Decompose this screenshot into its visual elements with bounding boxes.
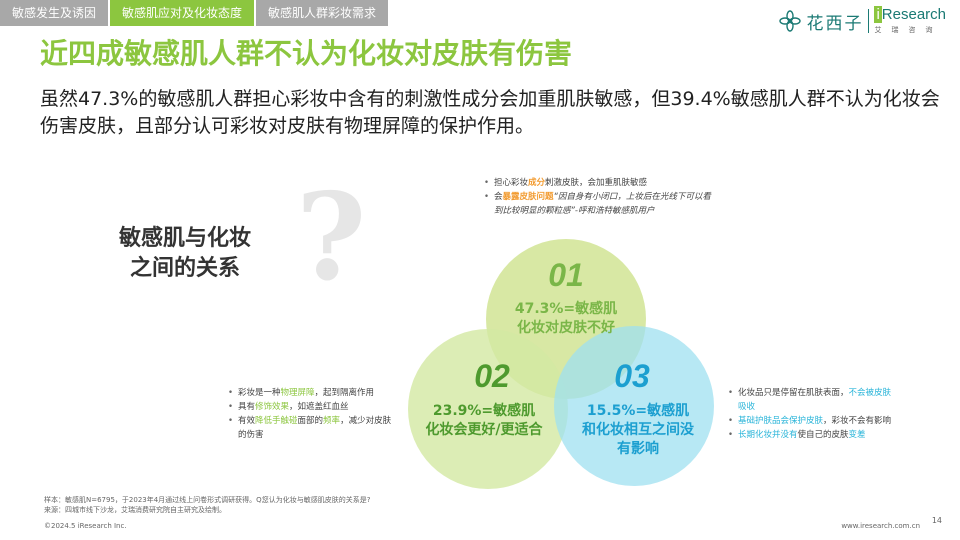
note-top-1: 担心彩妆成分刺激皮肤，会加重肌肤敏感 xyxy=(484,176,714,190)
note-top-2: 会暴露皮肤问题“因自身有小闭口，上妆后在光线下可以看到比较明显的颗粒感”-呼和浩… xyxy=(484,190,714,218)
circle-01-line-2: 化妆对皮肤不好 xyxy=(517,320,615,336)
copyright: ©2024.5 iResearch Inc. xyxy=(44,522,127,530)
circle-03-caption: 15.5%=敏感肌 和化妆相互之间没 有影响 xyxy=(558,402,718,459)
tab-sensitivity-causes[interactable]: 敏感发生及诱因 xyxy=(0,0,109,26)
circle-03-number: 03 xyxy=(614,358,650,394)
logo-cn-text: 花西子 xyxy=(806,13,864,34)
circle-02-caption: 23.9%=敏感肌 化妆会更好/更适合 xyxy=(404,402,564,440)
source-line-2: 来源：四城市线下沙龙，艾瑞消费研究院自主研究及绘制。 xyxy=(44,506,226,514)
tab-makeup-needs[interactable]: 敏感肌人群彩妆需求 xyxy=(256,0,389,26)
relation-line-1: 敏感肌与化妆 xyxy=(118,226,251,251)
note-right-2: 基础护肤品会保护皮肤，彩妆不会有影响 xyxy=(728,414,898,428)
logo-ir-i: i xyxy=(874,6,882,23)
note-right-1: 化妆品只是停留在肌肤表面，不会被皮肤吸收 xyxy=(728,386,898,414)
website-link[interactable]: www.iresearch.com.cn xyxy=(841,522,920,530)
notes-left: 彩妆是一种物理屏障，起到隔离作用 具有修饰效果，如遮盖红血丝 有效降低手触碰面部… xyxy=(228,386,398,442)
circle-02-line-1: 23.9%=敏感肌 xyxy=(432,403,536,419)
circle-01-caption: 47.3%=敏感肌 化妆对皮肤不好 xyxy=(486,300,646,338)
notes-right: 化妆品只是停留在肌肤表面，不会被皮肤吸收 基础护肤品会保护皮肤，彩妆不会有影响 … xyxy=(728,386,898,442)
relation-line-2: 之间的关系 xyxy=(129,256,240,281)
notes-top: 担心彩妆成分刺激皮肤，会加重肌肤敏感 会暴露皮肤问题“因自身有小闭口，上妆后在光… xyxy=(484,176,714,218)
question-mark-icon: ? xyxy=(296,167,367,308)
note-left-1: 彩妆是一种物理屏障，起到隔离作用 xyxy=(228,386,398,400)
flower-logo-icon xyxy=(779,10,802,32)
source-note: 样本：敏感肌N=6795，于2023年4月通过线上问卷形式调研获得。Q您认为化妆… xyxy=(44,495,370,515)
section-tabs: 敏感发生及诱因 敏感肌应对及化妆态度 敏感肌人群彩妆需求 xyxy=(0,0,390,26)
logo-divider xyxy=(868,9,870,33)
tab-makeup-attitude[interactable]: 敏感肌应对及化妆态度 xyxy=(110,0,255,26)
logo-ir-sub: 艾瑞咨询 xyxy=(874,26,943,34)
page-number: 14 xyxy=(931,516,942,525)
note-left-3: 有效降低手触碰面部的频率，减少对皮肤的伤害 xyxy=(228,414,398,442)
circle-02-number: 02 xyxy=(474,358,510,394)
source-line-1: 样本：敏感肌N=6795，于2023年4月通过线上问卷形式调研获得。Q您认为化妆… xyxy=(44,496,371,504)
note-left-2: 具有修饰效果，如遮盖红血丝 xyxy=(228,400,398,414)
venn-circle-03 xyxy=(554,326,714,486)
circle-03-line-2: 和化妆相互之间没 xyxy=(582,422,694,438)
logo-ir-rest: Research xyxy=(881,6,946,23)
relation-heading: 敏感肌与化妆 之间的关系 xyxy=(100,224,270,284)
venn-circle-02 xyxy=(408,329,568,489)
note-right-3: 长期化妆并没有使自己的皮肤变差 xyxy=(728,428,898,442)
circle-01-number: 01 xyxy=(548,257,584,293)
circle-01-line-1: 47.3%=敏感肌 xyxy=(514,301,618,317)
circle-02-line-2: 化妆会更好/更适合 xyxy=(425,422,543,438)
page-title: 近四成敏感肌人群不认为化妆对皮肤有伤害 xyxy=(40,37,573,70)
circle-03-line-1: 15.5%=敏感肌 xyxy=(586,403,690,419)
page-subtitle: 虽然47.3%的敏感肌人群担心彩妆中含有的刺激性成分会加重肌肤敏感，但39.4%… xyxy=(40,88,940,137)
circle-03-line-3: 有影响 xyxy=(617,441,659,457)
